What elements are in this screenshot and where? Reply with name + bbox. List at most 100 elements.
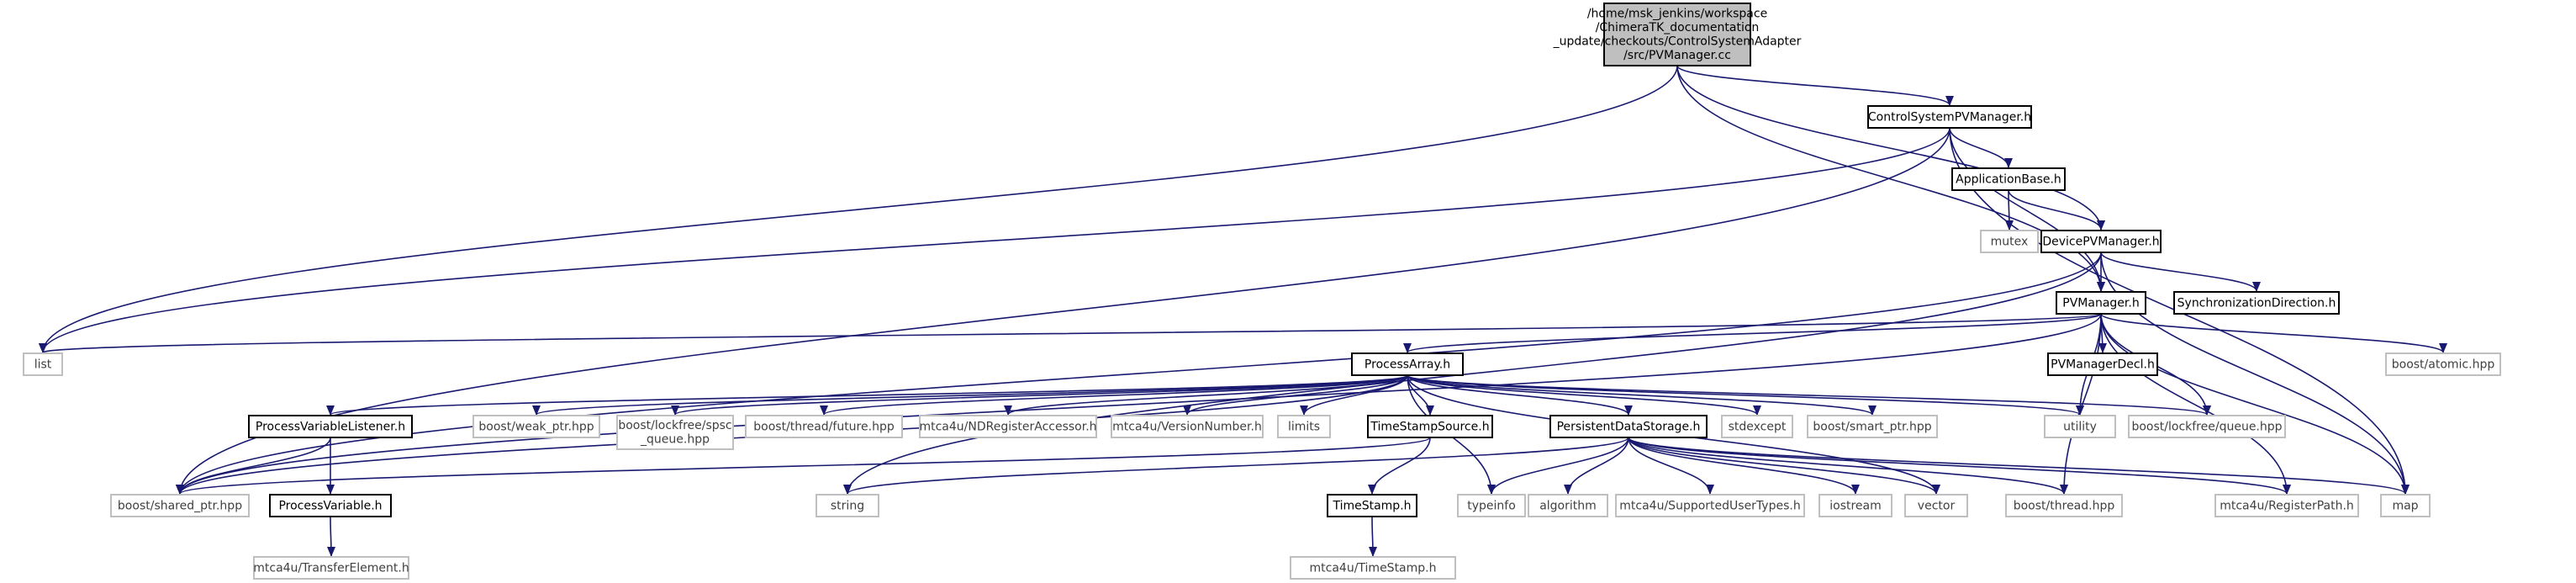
edge-pa-to-pds (1407, 374, 1633, 416)
edge-pds-to-map (1628, 437, 2410, 495)
node-limits-label-0: limits (1288, 420, 1320, 433)
edge-pds-to-vector (1628, 437, 1940, 495)
edge-appbase-to-devpv (2008, 189, 2105, 231)
node-smart-box (1807, 415, 1938, 438)
node-pvl-box (248, 415, 413, 438)
node-atomic: boost/atomic.hpp (2385, 352, 2501, 376)
node-tss[interactable]: TimeStampSource.h (1367, 415, 1493, 438)
node-cspv-box (1867, 105, 2032, 129)
node-future: boost/thread/future.hpp (745, 415, 903, 438)
edge-pa-to-pvl (326, 374, 1408, 416)
node-ts-box (1327, 494, 1417, 517)
node-tstamp-label-0: mtca4u/TimeStamp.h (1310, 561, 1437, 575)
node-pvmdecl[interactable]: PVManagerDecl.h (2047, 352, 2158, 376)
node-lfspsc: boost/lockfree/spsc_queue.hpp (616, 415, 734, 450)
edge-pa-to-stdexcept (1407, 374, 1761, 416)
node-lfqueue-label-0: boost/lockfree/queue.hpp (2131, 420, 2282, 433)
edge-pvm-to-pa (1403, 313, 2102, 353)
node-tss-label-0: TimeStampSource.h (1370, 420, 1489, 433)
edge-pds-to-sut (1628, 437, 1714, 495)
node-pvm[interactable]: PVManager.h (2056, 291, 2146, 315)
node-pvm-label-0: PVManager.h (2062, 296, 2139, 310)
node-map-box (2380, 494, 2431, 517)
node-lfqueue-box (2128, 415, 2286, 438)
node-ndreg-box (919, 415, 1097, 438)
node-list-box (23, 352, 63, 376)
node-atomic-box (2385, 352, 2501, 376)
node-root-label-1: /ChimeraTK_documentation (1596, 21, 1760, 34)
edge-pa-to-lfspsc (671, 374, 1408, 416)
node-pa[interactable]: ProcessArray.h (1351, 352, 1464, 376)
edge-cspv-to-appbase (1949, 127, 2013, 168)
node-cspv[interactable]: ControlSystemPVManager.h (1867, 105, 2032, 129)
node-map: map (2380, 494, 2431, 517)
node-pds-label-0: PersistentDataStorage.h (1557, 420, 1701, 433)
node-pv-label-0: ProcessVariable.h (278, 499, 382, 512)
node-bthread: boost/thread.hpp (2005, 494, 2123, 517)
node-bthread-label-0: boost/thread.hpp (2014, 499, 2115, 512)
node-utility: utility (2044, 415, 2116, 438)
node-devpv-label-0: DevicePVManager.h (2042, 235, 2159, 248)
node-pvl-label-0: ProcessVariableListener.h (256, 420, 405, 433)
node-vector-label-0: vector (1918, 499, 1956, 512)
edge-pds-to-string (843, 437, 1629, 495)
node-ts[interactable]: TimeStamp.h (1327, 494, 1417, 517)
edge-cspv-to-list (39, 127, 1950, 353)
edge-pvm-to-list (40, 313, 2102, 353)
node-root-label-3: /src/PVManager.cc (1623, 49, 1731, 62)
node-typeinfo-label-0: typeinfo (1467, 499, 1516, 512)
node-pds[interactable]: PersistentDataStorage.h (1549, 415, 1708, 438)
node-appbase[interactable]: ApplicationBase.h (1951, 167, 2066, 191)
node-smart-label-0: boost/smart_ptr.hpp (1813, 420, 1931, 433)
node-syncdir[interactable]: SynchronizationDirection.h (2173, 291, 2340, 315)
edge-pds-to-iostream (1628, 437, 1860, 495)
node-string-label-0: string (831, 499, 864, 512)
node-sut: mtca4u/SupportedUserTypes.h (1615, 494, 1805, 517)
node-ndreg-label-0: mtca4u/NDRegisterAccessor.h (919, 420, 1096, 433)
edges-layer (39, 65, 2447, 557)
node-pds-box (1549, 415, 1708, 438)
edge-cspv-to-pvm (1949, 127, 2105, 292)
node-cspv-label-0: ControlSystemPVManager.h (1868, 110, 2031, 124)
edge-pa-to-lfqueue (1407, 374, 2211, 416)
node-utility-label-0: utility (2063, 420, 2097, 433)
node-pvl[interactable]: ProcessVariableListener.h (248, 415, 413, 438)
node-te: mtca4u/TransferElement.h (253, 556, 409, 580)
node-string-box (816, 494, 879, 517)
edge-devpv-to-syncdir (2100, 252, 2261, 292)
edge-devpv-to-string (843, 252, 2102, 495)
node-iostream-label-0: iostream (1829, 499, 1882, 512)
node-regpath: mtca4u/RegisterPath.h (2214, 494, 2359, 517)
node-devpv[interactable]: DevicePVManager.h (2040, 230, 2162, 253)
node-limits-box (1277, 415, 1331, 438)
node-root-label-0: /home/msk_jenkins/workspace (1587, 8, 1767, 21)
node-te-label-0: mtca4u/TransferElement.h (253, 561, 409, 575)
node-stdexcept-label-0: stdexcept (1729, 420, 1787, 433)
edge-pa-to-ndreg (1004, 374, 1408, 416)
edge-pvm-to-map (2100, 313, 2410, 495)
edge-pa-to-smart (1407, 374, 1877, 416)
node-sut-label-0: mtca4u/SupportedUserTypes.h (1619, 499, 1800, 512)
node-ndreg: mtca4u/NDRegisterAccessor.h (919, 415, 1097, 438)
node-vnum: mtca4u/VersionNumber.h (1111, 415, 1264, 438)
node-pv[interactable]: ProcessVariable.h (269, 494, 392, 517)
node-utility-box (2044, 415, 2116, 438)
node-root-label-2: _update/checkouts/ControlSystemAdapter (1553, 35, 1802, 49)
node-shared: boost/shared_ptr.hpp (110, 494, 250, 517)
edge-pvm-to-regpath (2100, 313, 2291, 495)
node-shared-label-0: boost/shared_ptr.hpp (118, 499, 242, 512)
node-vnum-label-0: mtca4u/VersionNumber.h (1112, 420, 1262, 433)
node-algorithm-box (1528, 494, 1608, 517)
node-mutex-label-0: mutex (1991, 235, 2029, 248)
node-root[interactable]: /home/msk_jenkins/workspace/ChimeraTK_do… (1553, 3, 1802, 66)
edge-pvm-to-atomic (2100, 313, 2447, 353)
node-regpath-box (2214, 494, 2359, 517)
node-weak-label-0: boost/weak_ptr.hpp (478, 420, 594, 433)
node-algorithm-label-0: algorithm (1539, 499, 1597, 512)
edge-root-to-cspv (1676, 65, 1954, 106)
edge-tss-to-ts (1368, 437, 1431, 495)
edge-pa-to-future (820, 374, 1408, 416)
node-vnum-box (1111, 415, 1264, 438)
edge-pvl-to-shared (176, 437, 331, 495)
node-shared-box (110, 494, 250, 517)
